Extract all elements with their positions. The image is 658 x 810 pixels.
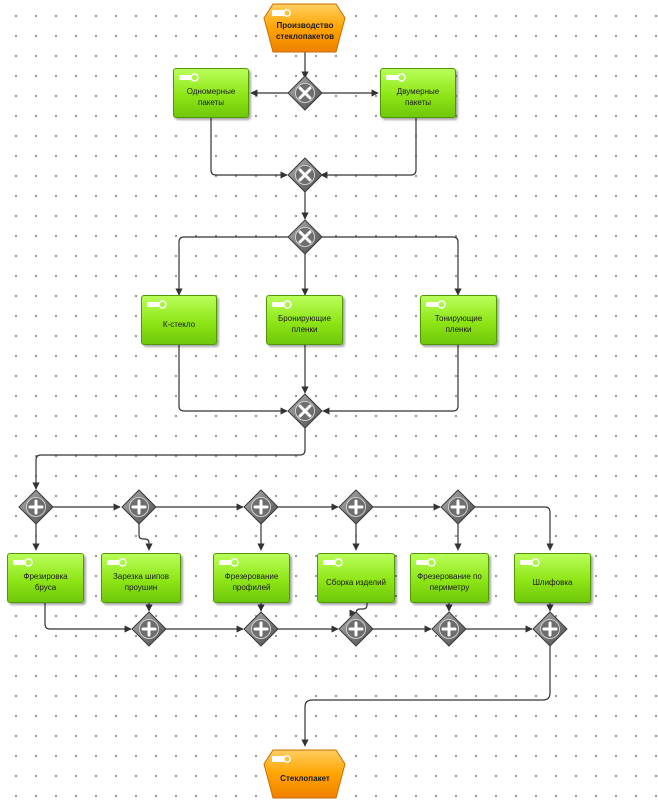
gateway-xor-split-1[interactable]	[287, 75, 323, 111]
function-icon	[426, 300, 446, 309]
gateway-and-join-5[interactable]	[532, 611, 568, 647]
plus-icon	[28, 499, 44, 515]
event-end: Стеклопакет	[268, 754, 342, 798]
connector	[175, 236, 288, 296]
event-start: Производство стеклопакетов	[268, 6, 342, 52]
function-assembly[interactable]: Сборка изделий	[317, 553, 395, 603]
function-label: Одномерные пакеты	[186, 87, 236, 107]
gateway-and-split-1[interactable]	[18, 489, 54, 525]
function-k-glass[interactable]: К-стекло	[141, 295, 217, 345]
function-cut-spikes[interactable]: Зарезка шипов проушин	[101, 553, 181, 603]
function-label: Зарезка шипов проушин	[113, 572, 169, 592]
gateway-and-join-1[interactable]	[131, 611, 167, 647]
function-milling-perimeter[interactable]: Фрезерование по периметру	[410, 553, 489, 603]
event-start-label: Производство стеклопакетов	[275, 21, 335, 41]
function-label: Двумерные пакеты	[396, 87, 440, 107]
plus-icon	[141, 621, 157, 637]
gateway-and-split-5[interactable]	[440, 489, 476, 525]
function-icon	[272, 300, 292, 309]
function-icon	[416, 558, 436, 567]
gateway-and-join-2[interactable]	[243, 611, 279, 647]
plus-icon	[348, 499, 364, 515]
connector	[210, 118, 288, 179]
function-tint-films[interactable]: Тонирующие пленки	[420, 295, 497, 345]
function-label: Бронирующие пленки	[278, 314, 331, 334]
connector	[32, 428, 306, 490]
connector	[322, 236, 462, 296]
connector	[44, 603, 132, 633]
connectors	[32, 52, 554, 747]
function-label: Сборка изделий	[325, 577, 387, 587]
event-end-shape	[263, 749, 346, 799]
plus-icon	[131, 499, 147, 515]
function-icon	[107, 558, 127, 567]
x-icon	[298, 230, 312, 244]
function-grinding[interactable]: Шлифовка	[514, 553, 591, 603]
plus-icon	[542, 621, 558, 637]
function-label: Фрезерование по периметру	[417, 572, 482, 592]
plus-icon	[253, 621, 269, 637]
function-milling-profiles[interactable]: Фрезерование профилей	[213, 553, 290, 603]
gateway-xor-split-2[interactable]	[287, 219, 323, 255]
event-start-shape	[263, 3, 346, 53]
connector	[138, 524, 153, 551]
function-milling-bar[interactable]: Фрезировка бруса	[7, 553, 84, 603]
event-icon	[272, 755, 291, 763]
function-label: Фрезировка бруса	[23, 572, 68, 592]
plus-icon	[441, 621, 457, 637]
connector	[178, 345, 288, 415]
gateway-and-split-4[interactable]	[338, 489, 374, 525]
gateway-xor-join-1[interactable]	[287, 157, 323, 193]
connector	[475, 506, 554, 551]
event-end-label: Стеклопакет	[280, 773, 330, 783]
gateway-xor-join-2[interactable]	[287, 393, 323, 429]
event-icon	[272, 9, 291, 17]
function-label: Шлифовка	[532, 577, 573, 587]
connector	[301, 646, 551, 747]
plus-icon	[348, 621, 364, 637]
function-label: К-стекло	[162, 319, 196, 329]
gateway-and-join-3[interactable]	[338, 611, 374, 647]
function-armor-films[interactable]: Бронирующие пленки	[266, 295, 343, 345]
connector	[322, 345, 459, 415]
gateway-and-join-4[interactable]	[431, 611, 467, 647]
connector	[320, 118, 417, 179]
x-icon	[298, 404, 312, 418]
plus-icon	[253, 499, 269, 515]
function-icon	[520, 558, 540, 567]
function-icon	[147, 300, 167, 309]
x-icon	[298, 86, 312, 100]
gateway-and-split-3[interactable]	[243, 489, 279, 525]
function-two-dim-packets[interactable]: Двумерные пакеты	[380, 68, 456, 118]
function-icon	[323, 558, 343, 567]
plus-icon	[450, 499, 466, 515]
function-icon	[179, 73, 199, 82]
function-icon	[13, 558, 33, 567]
function-icon	[219, 558, 239, 567]
function-label: Фрезерование профилей	[224, 572, 279, 592]
function-one-dim-packets[interactable]: Одномерные пакеты	[173, 68, 249, 118]
function-label: Тонирующие пленки	[434, 314, 483, 334]
function-icon	[386, 73, 406, 82]
connector	[352, 603, 368, 614]
x-icon	[298, 168, 312, 182]
gateway-and-split-2[interactable]	[121, 489, 157, 525]
